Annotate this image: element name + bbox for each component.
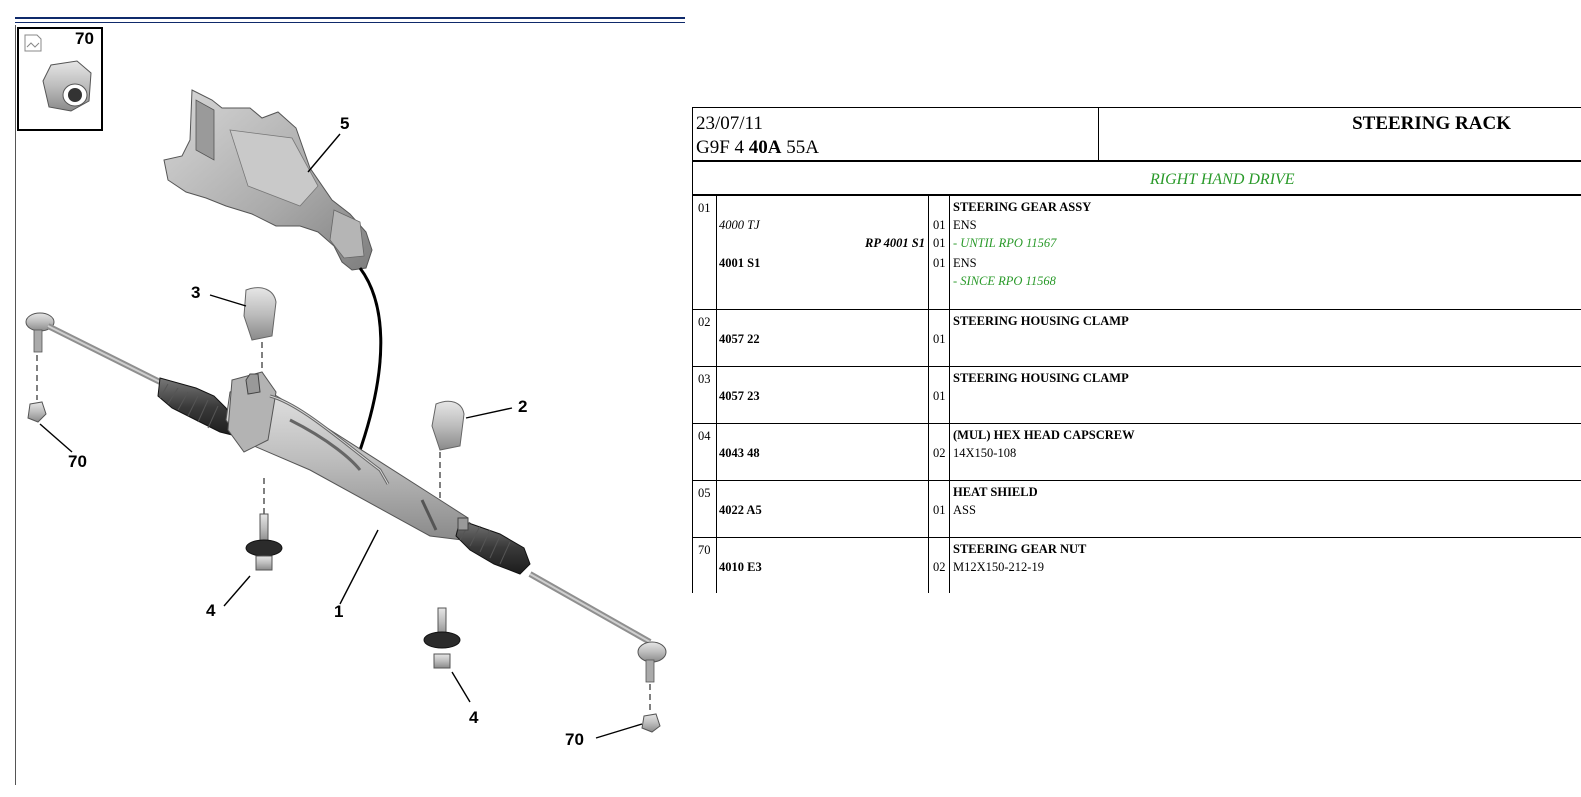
parts-header: 23/07/11 G9F 4 40A 55A STEERING RACK [692,107,1581,162]
parts-rows: 01 4000 TJ RP 4001 S1 4001 S1 01 01 01 S… [692,196,1581,593]
row-pos: 01 [698,201,711,215]
callout-70-left: 70 [68,452,87,471]
drive-label: RIGHT HAND DRIVE [1150,171,1295,188]
row-name: (MUL) HEX HEAD CAPSCREW [953,428,1135,442]
header-date: 23/07/11 [696,113,763,134]
leader-pipe [356,267,383,457]
row-detail: - UNTIL RPO 11567 [953,236,1057,250]
table-row[interactable]: 03 4057 23 01 STEERING HOUSING CLAMP [692,367,1581,424]
tie-rod-left [25,312,162,385]
header-title: STEERING RACK [1352,113,1511,134]
table-row[interactable]: 70 4010 E3 02 STEERING GEAR NUT M12X150-… [692,538,1581,593]
row-name: STEERING HOUSING CLAMP [953,314,1129,328]
table-row[interactable]: 04 4043 48 02 (MUL) HEX HEAD CAPSCREW 14… [692,424,1581,481]
exploded-diagram: 70 5 3 2 70 1 4 4 70 [0,0,690,797]
row-ref: 4057 23 [719,389,760,403]
row-detail: ASS [953,503,976,517]
bolt-4-right [423,607,461,669]
parts-list: 23/07/11 G9F 4 40A 55A STEERING RACK RIG… [692,107,1581,593]
row-ref: 4000 TJ [719,218,760,232]
row-name: STEERING GEAR ASSY [953,200,1092,214]
top-rule-thin [15,22,685,23]
row-ref: RP 4001 S1 [865,236,925,250]
row-qty: 02 [933,446,946,460]
row-name: STEERING HOUSING CLAMP [953,371,1129,385]
row-qty: 01 [933,503,946,517]
diagram-drawing [25,89,667,739]
callout-70-right: 70 [565,730,584,749]
row-qty: 01 [933,218,946,232]
row-detail: M12X150-212-19 [953,560,1044,574]
callout-4-left: 4 [206,601,216,620]
callout-1: 1 [334,602,344,621]
table-row[interactable]: 02 4057 22 01 STEERING HOUSING CLAMP [692,310,1581,367]
row-detail: - SINCE RPO 11568 [953,274,1056,288]
callout-3: 3 [191,283,201,302]
leader-5 [307,133,341,173]
header-code: G9F 4 40A 55A [696,137,820,158]
row-pos: 05 [698,486,711,500]
row-ref: 4010 E3 [719,560,762,574]
inset-callout: 70 [75,29,94,48]
row-qty: 01 [933,332,946,346]
row-name: STEERING GEAR NUT [953,542,1087,556]
row-detail: ENS [953,218,977,232]
row-pos: 04 [698,429,711,443]
image-icon [24,34,92,112]
header-info: 23/07/11 G9F 4 40A 55A [693,108,1099,162]
row-ref: 4001 S1 [719,256,761,270]
top-rule [15,17,685,19]
row-qty: 01 [933,389,946,403]
inset-nut-70: 70 [17,27,103,131]
row-qty: 01 [933,236,946,250]
drive-row: RIGHT HAND DRIVE [692,160,1581,196]
clamp-3 [243,287,277,341]
callout-4-right: 4 [469,708,479,727]
row-name: HEAT SHIELD [953,485,1038,499]
bolt-4-left [245,513,283,571]
row-pos: 02 [698,315,711,329]
clamp-2 [431,400,465,451]
callout-2: 2 [518,397,528,416]
row-pos: 03 [698,372,711,386]
row-ref: 4043 48 [719,446,760,460]
steering-rack [157,371,531,575]
left-rule [15,25,16,785]
row-detail: ENS [953,256,977,270]
row-ref: 4057 22 [719,332,760,346]
callout-5: 5 [340,114,350,133]
tie-rod-right [528,571,667,683]
row-ref: 4022 A5 [719,503,762,517]
table-row[interactable]: 01 4000 TJ RP 4001 S1 4001 S1 01 01 01 S… [692,196,1581,310]
row-pos: 70 [698,543,711,557]
row-qty: 01 [933,256,946,270]
heat-shield [163,89,373,271]
row-detail: 14X150-108 [953,446,1017,460]
row-qty: 02 [933,560,946,574]
table-row[interactable]: 05 4022 A5 01 HEAT SHIELD ASS [692,481,1581,538]
